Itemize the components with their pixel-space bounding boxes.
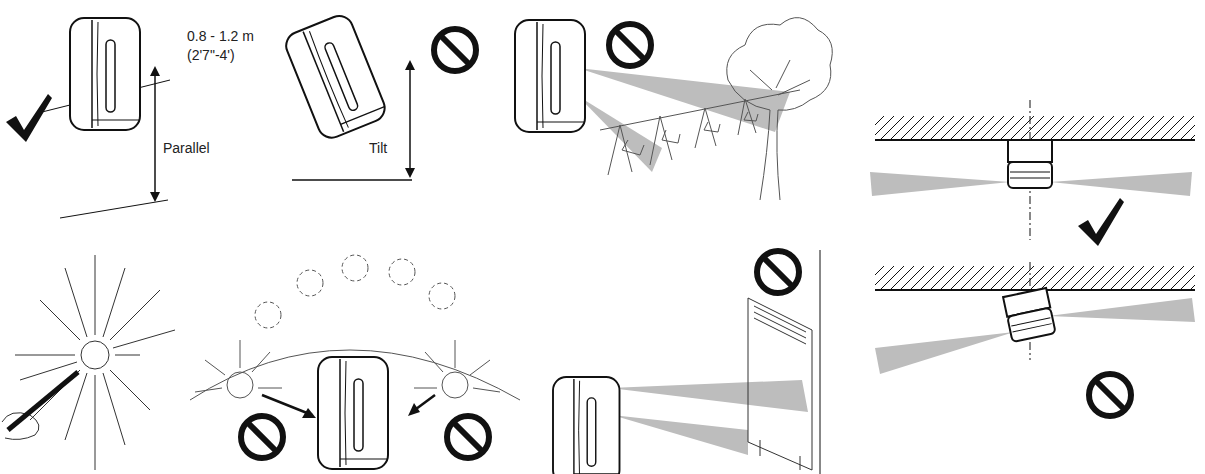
dimension-label: (2'7"-4') (186, 47, 236, 64)
dimension-label: 0.8 - 1.2 m (186, 28, 255, 45)
dimension-label: Parallel (162, 140, 211, 157)
dimension-label: Tilt (368, 140, 388, 157)
